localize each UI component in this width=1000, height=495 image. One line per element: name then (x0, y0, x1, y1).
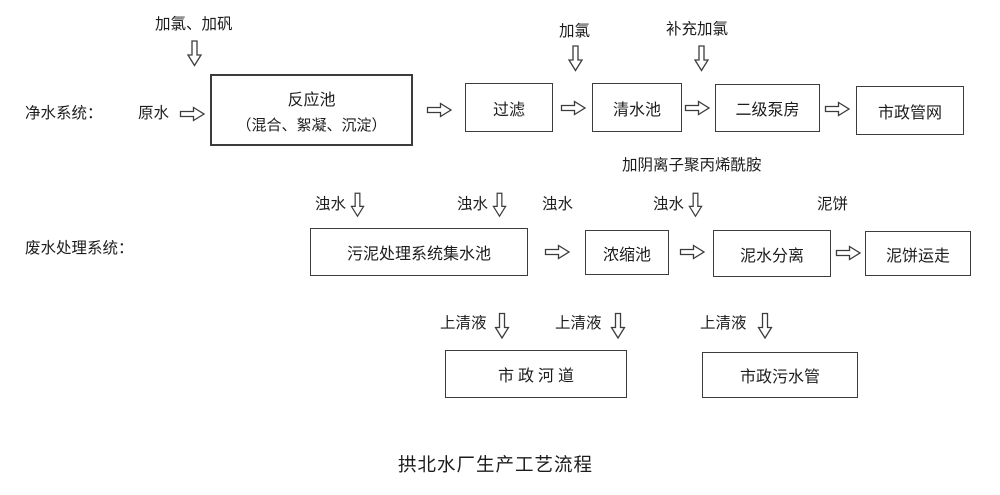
dosing-chlorine-alum-label: 加氯、加矾 (155, 16, 233, 33)
down-arrow-icon (494, 312, 510, 340)
diagram-title: 拱北水厂生产工艺流程 (398, 456, 594, 476)
supernatant-label: 上清液 (700, 315, 747, 332)
turbid-water-label: 浊水 (315, 196, 347, 213)
right-arrow-icon (824, 101, 851, 117)
reaction-tank-title: 反应池 (287, 91, 336, 109)
thickening-tank-label: 浓缩池 (602, 246, 651, 264)
sludge-collection-tank-box: 污泥处理系统集水池 (310, 228, 528, 276)
municipal-river-box: 市 政 河 道 (445, 350, 627, 398)
reaction-tank-subtitle: （混合、絮凝、沉淀） (236, 117, 387, 134)
secondary-pump-house-box: 二级泵房 (715, 84, 820, 132)
sludge-collection-tank-label: 污泥处理系统集水池 (346, 246, 491, 263)
municipal-network-label: 市政管网 (877, 104, 942, 122)
mud-cake-label: 泥饼 (817, 196, 849, 213)
dosing-supplement-chlorine-label: 补充加氯 (666, 21, 729, 38)
right-arrow-icon (560, 100, 587, 116)
right-arrow-icon (544, 244, 571, 260)
reaction-tank-box: 反应池 （混合、絮凝、沉淀） (210, 74, 413, 146)
filter-box: 过滤 (465, 83, 553, 132)
raw-water-label: 原水 (138, 105, 170, 122)
municipal-river-label: 市 政 河 道 (497, 368, 574, 385)
municipal-sewage-pipe-label: 市政污水管 (739, 369, 820, 386)
clear-water-tank-label: 清水池 (612, 101, 661, 119)
purification-row-label: 净水系统： (25, 105, 103, 122)
pam-dosing-label: 加阴离子聚丙烯酰胺 (622, 157, 762, 174)
mud-water-separation-box: 泥水分离 (713, 230, 831, 277)
down-arrow-icon (567, 45, 584, 72)
down-arrow-icon (688, 192, 703, 218)
secondary-pump-house-label: 二级泵房 (735, 102, 800, 119)
cake-removal-label: 泥饼运走 (885, 247, 950, 265)
municipal-sewage-pipe-box: 市政污水管 (702, 352, 858, 398)
turbid-water-label: 浊水 (542, 196, 574, 213)
filter-box-label: 过滤 (492, 101, 525, 119)
municipal-network-box: 市政管网 (856, 86, 964, 135)
down-arrow-icon (693, 45, 710, 72)
cake-removal-box: 泥饼运走 (865, 231, 971, 276)
down-arrow-icon (492, 192, 507, 218)
right-arrow-icon (426, 102, 453, 118)
turbid-water-label: 浊水 (457, 196, 489, 213)
turbid-water-label: 浊水 (653, 196, 685, 213)
thickening-tank-box: 浓缩池 (585, 230, 669, 275)
mud-water-separation-label: 泥水分离 (739, 247, 804, 265)
supernatant-label: 上清液 (440, 315, 487, 332)
right-arrow-icon (684, 100, 711, 116)
right-arrow-icon (179, 106, 206, 122)
supernatant-label: 上清液 (555, 315, 602, 332)
down-arrow-icon (350, 192, 365, 218)
dosing-chlorine-label: 加氯 (559, 23, 591, 40)
down-arrow-icon (610, 312, 626, 340)
wastewater-row-label: 废水处理系统： (25, 240, 134, 257)
right-arrow-icon (679, 244, 706, 260)
clear-water-tank-box: 清水池 (592, 83, 682, 132)
down-arrow-icon (185, 40, 204, 67)
right-arrow-icon (835, 245, 862, 261)
down-arrow-icon (757, 312, 773, 340)
